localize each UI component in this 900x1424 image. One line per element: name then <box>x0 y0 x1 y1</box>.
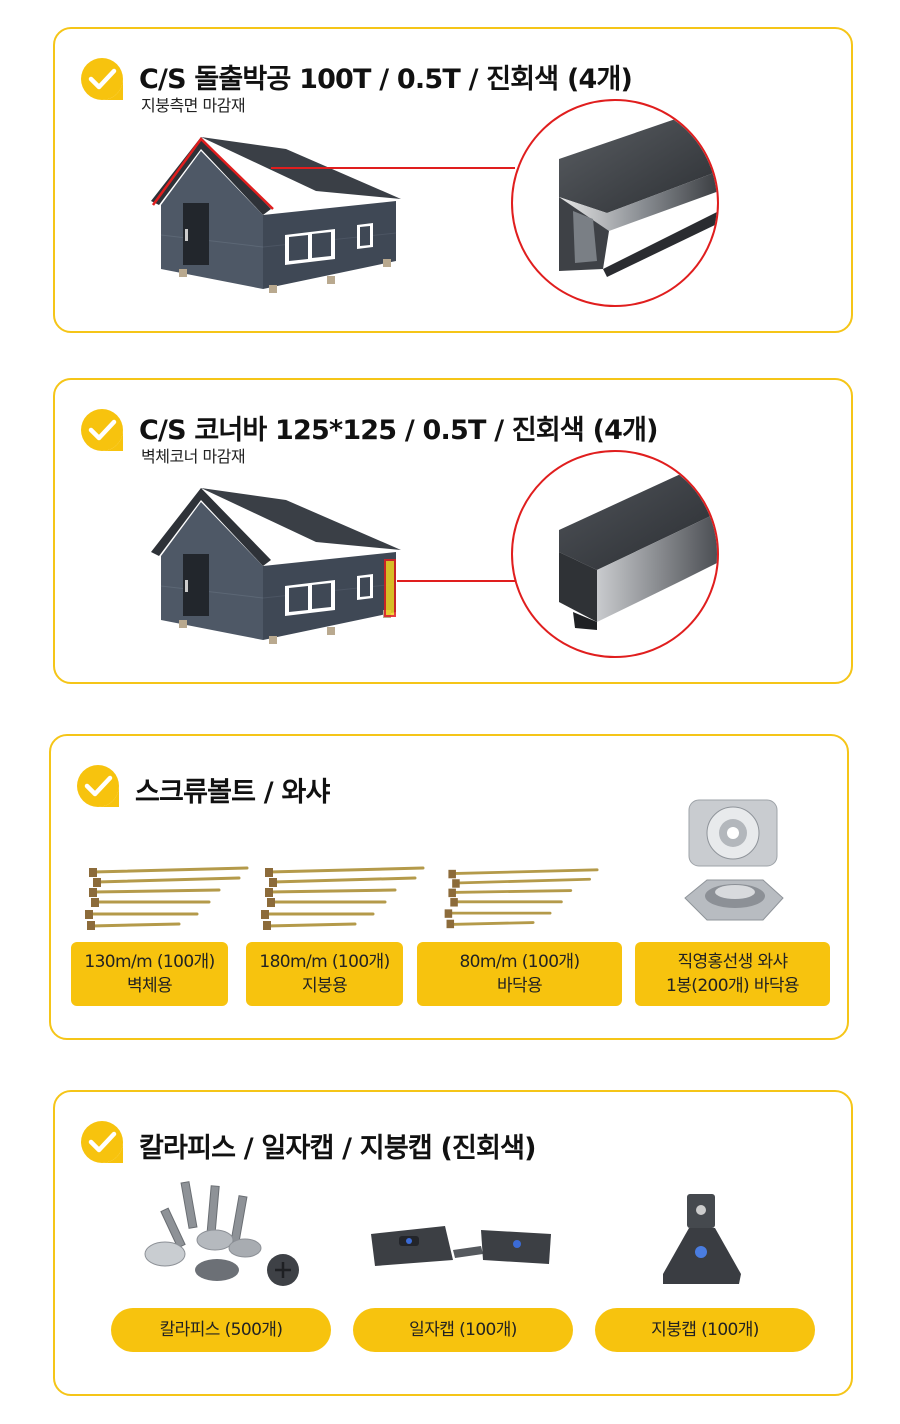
screw-130-label: 130m/m (100개) 벽체용 <box>71 942 228 1006</box>
zoom-circle <box>511 99 719 307</box>
pill-line1: 80m/m (100개) <box>459 952 580 972</box>
washer-image <box>684 799 784 921</box>
corner-bar-profile-image <box>559 472 717 630</box>
section-subtitle: 지붕측면 마감재 <box>141 96 246 115</box>
section-card-caps: 칼라피스 / 일자캡 / 지붕캡 (진회색) 칼라피스 (500개) 일자캡 (… <box>53 1090 853 1396</box>
house-illustration <box>151 129 411 299</box>
section-title: C/S 돌출박공 100T / 0.5T / 진회색 (4개) <box>139 64 633 95</box>
pill-line1: 180m/m (100개) <box>259 952 390 972</box>
highlight-outline <box>151 137 274 210</box>
zoom-circle <box>511 450 719 658</box>
screw-80-label: 80m/m (100개) 바닥용 <box>417 942 622 1006</box>
roof-cap-label: 지붕캡 (100개) <box>595 1308 815 1352</box>
roof-cap-image <box>663 1194 741 1284</box>
color-screw-label: 칼라피스 (500개) <box>111 1308 331 1352</box>
screw-180-image <box>255 864 425 934</box>
check-badge-icon <box>79 1119 125 1165</box>
callout-line <box>397 580 515 582</box>
pill-line1: 130m/m (100개) <box>84 952 215 972</box>
straight-cap-image <box>371 1226 551 1266</box>
pill-line2: 바닥용 <box>496 976 543 996</box>
screw-80-image <box>439 864 599 934</box>
highlight-outline <box>384 559 396 617</box>
pill-line1: 직영홍선생 와샤 <box>677 952 788 972</box>
screw-180-label: 180m/m (100개) 지붕용 <box>246 942 403 1006</box>
pill-line2: 지붕용 <box>301 976 348 996</box>
screw-130-image <box>79 864 249 934</box>
eave-trim-profile-image <box>559 113 717 277</box>
pill-line2: 1봉(200개) 바닥용 <box>666 976 800 996</box>
pill-line2: 벽체용 <box>126 976 173 996</box>
check-badge-icon <box>75 763 121 809</box>
straight-cap-label: 일자캡 (100개) <box>353 1308 573 1352</box>
section-title: 스크류볼트 / 와샤 <box>135 777 330 808</box>
washer-label: 직영홍선생 와샤 1봉(200개) 바닥용 <box>635 942 830 1006</box>
color-screw-image <box>144 1181 299 1286</box>
house-illustration <box>151 480 411 650</box>
callout-line <box>271 167 515 169</box>
section-title: C/S 코너바 125*125 / 0.5T / 진회색 (4개) <box>139 415 658 446</box>
check-badge-icon <box>79 56 125 102</box>
check-badge-icon <box>79 407 125 453</box>
section-card-corner-bar: C/S 코너바 125*125 / 0.5T / 진회색 (4개) 벽체코너 마… <box>53 378 853 684</box>
section-card-eave-trim: C/S 돌출박공 100T / 0.5T / 진회색 (4개) 지붕측면 마감재 <box>53 27 853 333</box>
section-subtitle: 벽체코너 마감재 <box>141 447 246 466</box>
section-card-screws: 스크류볼트 / 와샤 130m/m (100개) 벽체용 180m/m (100… <box>49 734 849 1040</box>
section-title: 칼라피스 / 일자캡 / 지붕캡 (진회색) <box>139 1133 537 1164</box>
